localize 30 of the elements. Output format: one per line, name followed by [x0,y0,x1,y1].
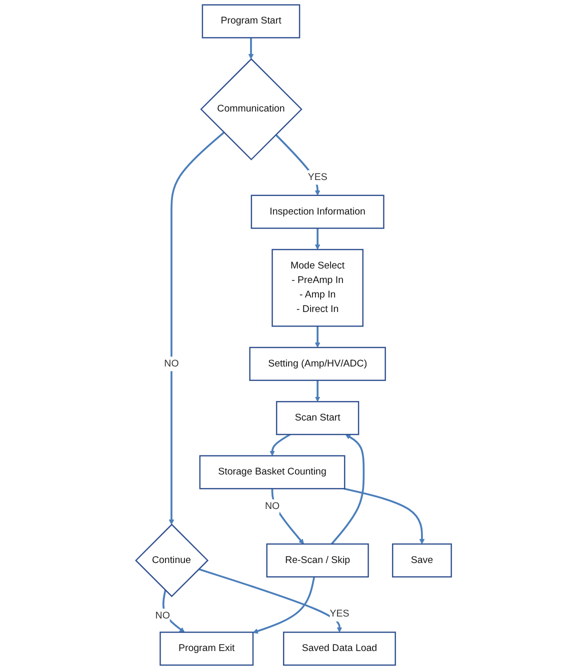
node-diamond: Continue [134,524,208,598]
node-box: Program Start [202,4,300,38]
arrow [168,132,224,525]
node-diamond: Communication [200,58,302,160]
edge-label: YES [330,608,350,620]
arrow [275,134,320,196]
arrow [162,590,185,632]
arrow [314,380,320,402]
arrow [271,488,304,544]
node-box: Mode Select - PreAmp In - Amp In - Direct In [272,248,364,327]
node-box: Saved Data Load [282,632,396,666]
arrow [314,228,320,250]
arrow [198,568,342,632]
node-box: Save [392,543,452,578]
edge-label: NO [264,501,280,512]
edge-label: NO [155,610,170,621]
node-box: Setting (Amp/HV/ADC) [249,346,386,381]
arrow [252,576,315,634]
arrow [314,326,320,348]
node-box: Inspection Information [250,194,384,229]
node-box: Program Exit [160,632,254,666]
arrow [248,38,254,60]
node-box: Storage Basket Counting [199,455,346,490]
arrow [270,434,290,456]
arrow [344,488,425,544]
node-box: Re-Scan / Skip [266,543,369,578]
edge-label: YES [308,172,328,182]
edge-label: NO [164,358,179,369]
node-box: Scan Start [276,401,360,436]
arrow [330,434,364,545]
